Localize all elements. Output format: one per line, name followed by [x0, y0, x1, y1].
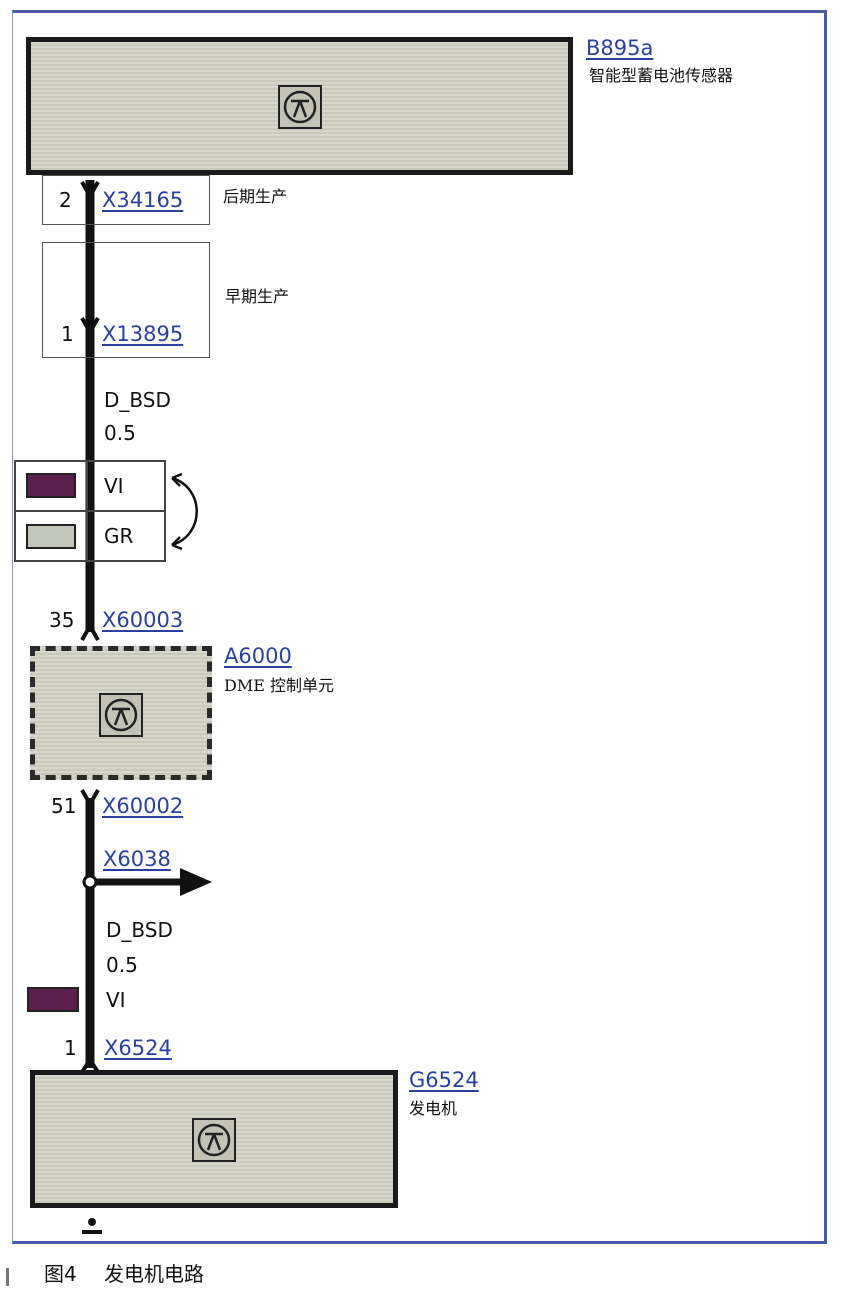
twist-arrowhead-top: [171, 472, 183, 487]
twist-arrowhead-bottom: [171, 536, 183, 551]
fork-x60002: [80, 789, 100, 809]
twist-arrow: [171, 476, 198, 547]
wire-color-gr: GR: [104, 524, 134, 548]
violet-swatch: [27, 987, 79, 1012]
component-name-battery-sensor: 智能型蓄电池传感器: [589, 66, 734, 85]
connector-id-x6038[interactable]: X6038: [103, 847, 171, 871]
wire-color-divider: [14, 510, 166, 512]
diagram-frame: [12, 10, 827, 1244]
note-late-production: 后期生产: [223, 187, 288, 206]
grey-swatch: [26, 524, 76, 549]
fork-x6524: [80, 1056, 100, 1074]
component-name-generator: 发电机: [409, 1099, 458, 1118]
margin-mark: [6, 1268, 9, 1286]
wire-gauge-label: 0.5: [106, 953, 138, 977]
fork-x13895: [80, 317, 100, 337]
early-production-box: [42, 242, 210, 358]
splice-arrowhead: [180, 868, 212, 896]
pin-number: 51: [51, 794, 77, 818]
component-id-a6000[interactable]: A6000: [224, 644, 292, 668]
note-early-production: 早期生产: [225, 287, 290, 306]
pin-number: 1: [61, 322, 74, 346]
component-id-g6524[interactable]: G6524: [409, 1068, 479, 1092]
transistor-icon: [192, 1118, 236, 1162]
wire-gauge-label: 0.5: [104, 421, 136, 445]
violet-swatch: [26, 473, 76, 498]
dme-unit-box: [30, 646, 212, 780]
wire-color-vi: VI: [104, 474, 124, 498]
wire-signal-label: D_BSD: [106, 918, 173, 942]
transistor-icon: [99, 693, 143, 737]
pin-number: 2: [59, 188, 72, 212]
connector-id-x6524[interactable]: X6524: [104, 1036, 172, 1060]
connector-id-x60003[interactable]: X60003: [102, 608, 184, 632]
fork-x60003: [80, 621, 100, 641]
ground-dot: [88, 1218, 96, 1226]
splice-dot: [82, 874, 98, 890]
late-production-box: [42, 175, 210, 225]
wire-color-divider-v: [86, 460, 88, 562]
wire-color-vi: VI: [106, 988, 126, 1012]
figure-number: 图4: [44, 1262, 77, 1286]
connector-id-x13895[interactable]: X13895: [102, 322, 184, 346]
pin-number: 1: [64, 1036, 77, 1060]
battery-sensor-box: [26, 37, 573, 175]
component-name-dme: DME 控制单元: [224, 676, 334, 695]
connector-id-x60002[interactable]: X60002: [102, 794, 184, 818]
pin-number: 35: [49, 608, 75, 632]
connector-id-x34165[interactable]: X34165: [102, 188, 184, 212]
figure-title: 发电机电路: [104, 1262, 204, 1286]
fork-x34165: [80, 181, 100, 201]
transistor-icon: [278, 85, 322, 129]
component-id-b895a[interactable]: B895a: [586, 36, 654, 60]
wire-signal-label: D_BSD: [104, 388, 171, 412]
